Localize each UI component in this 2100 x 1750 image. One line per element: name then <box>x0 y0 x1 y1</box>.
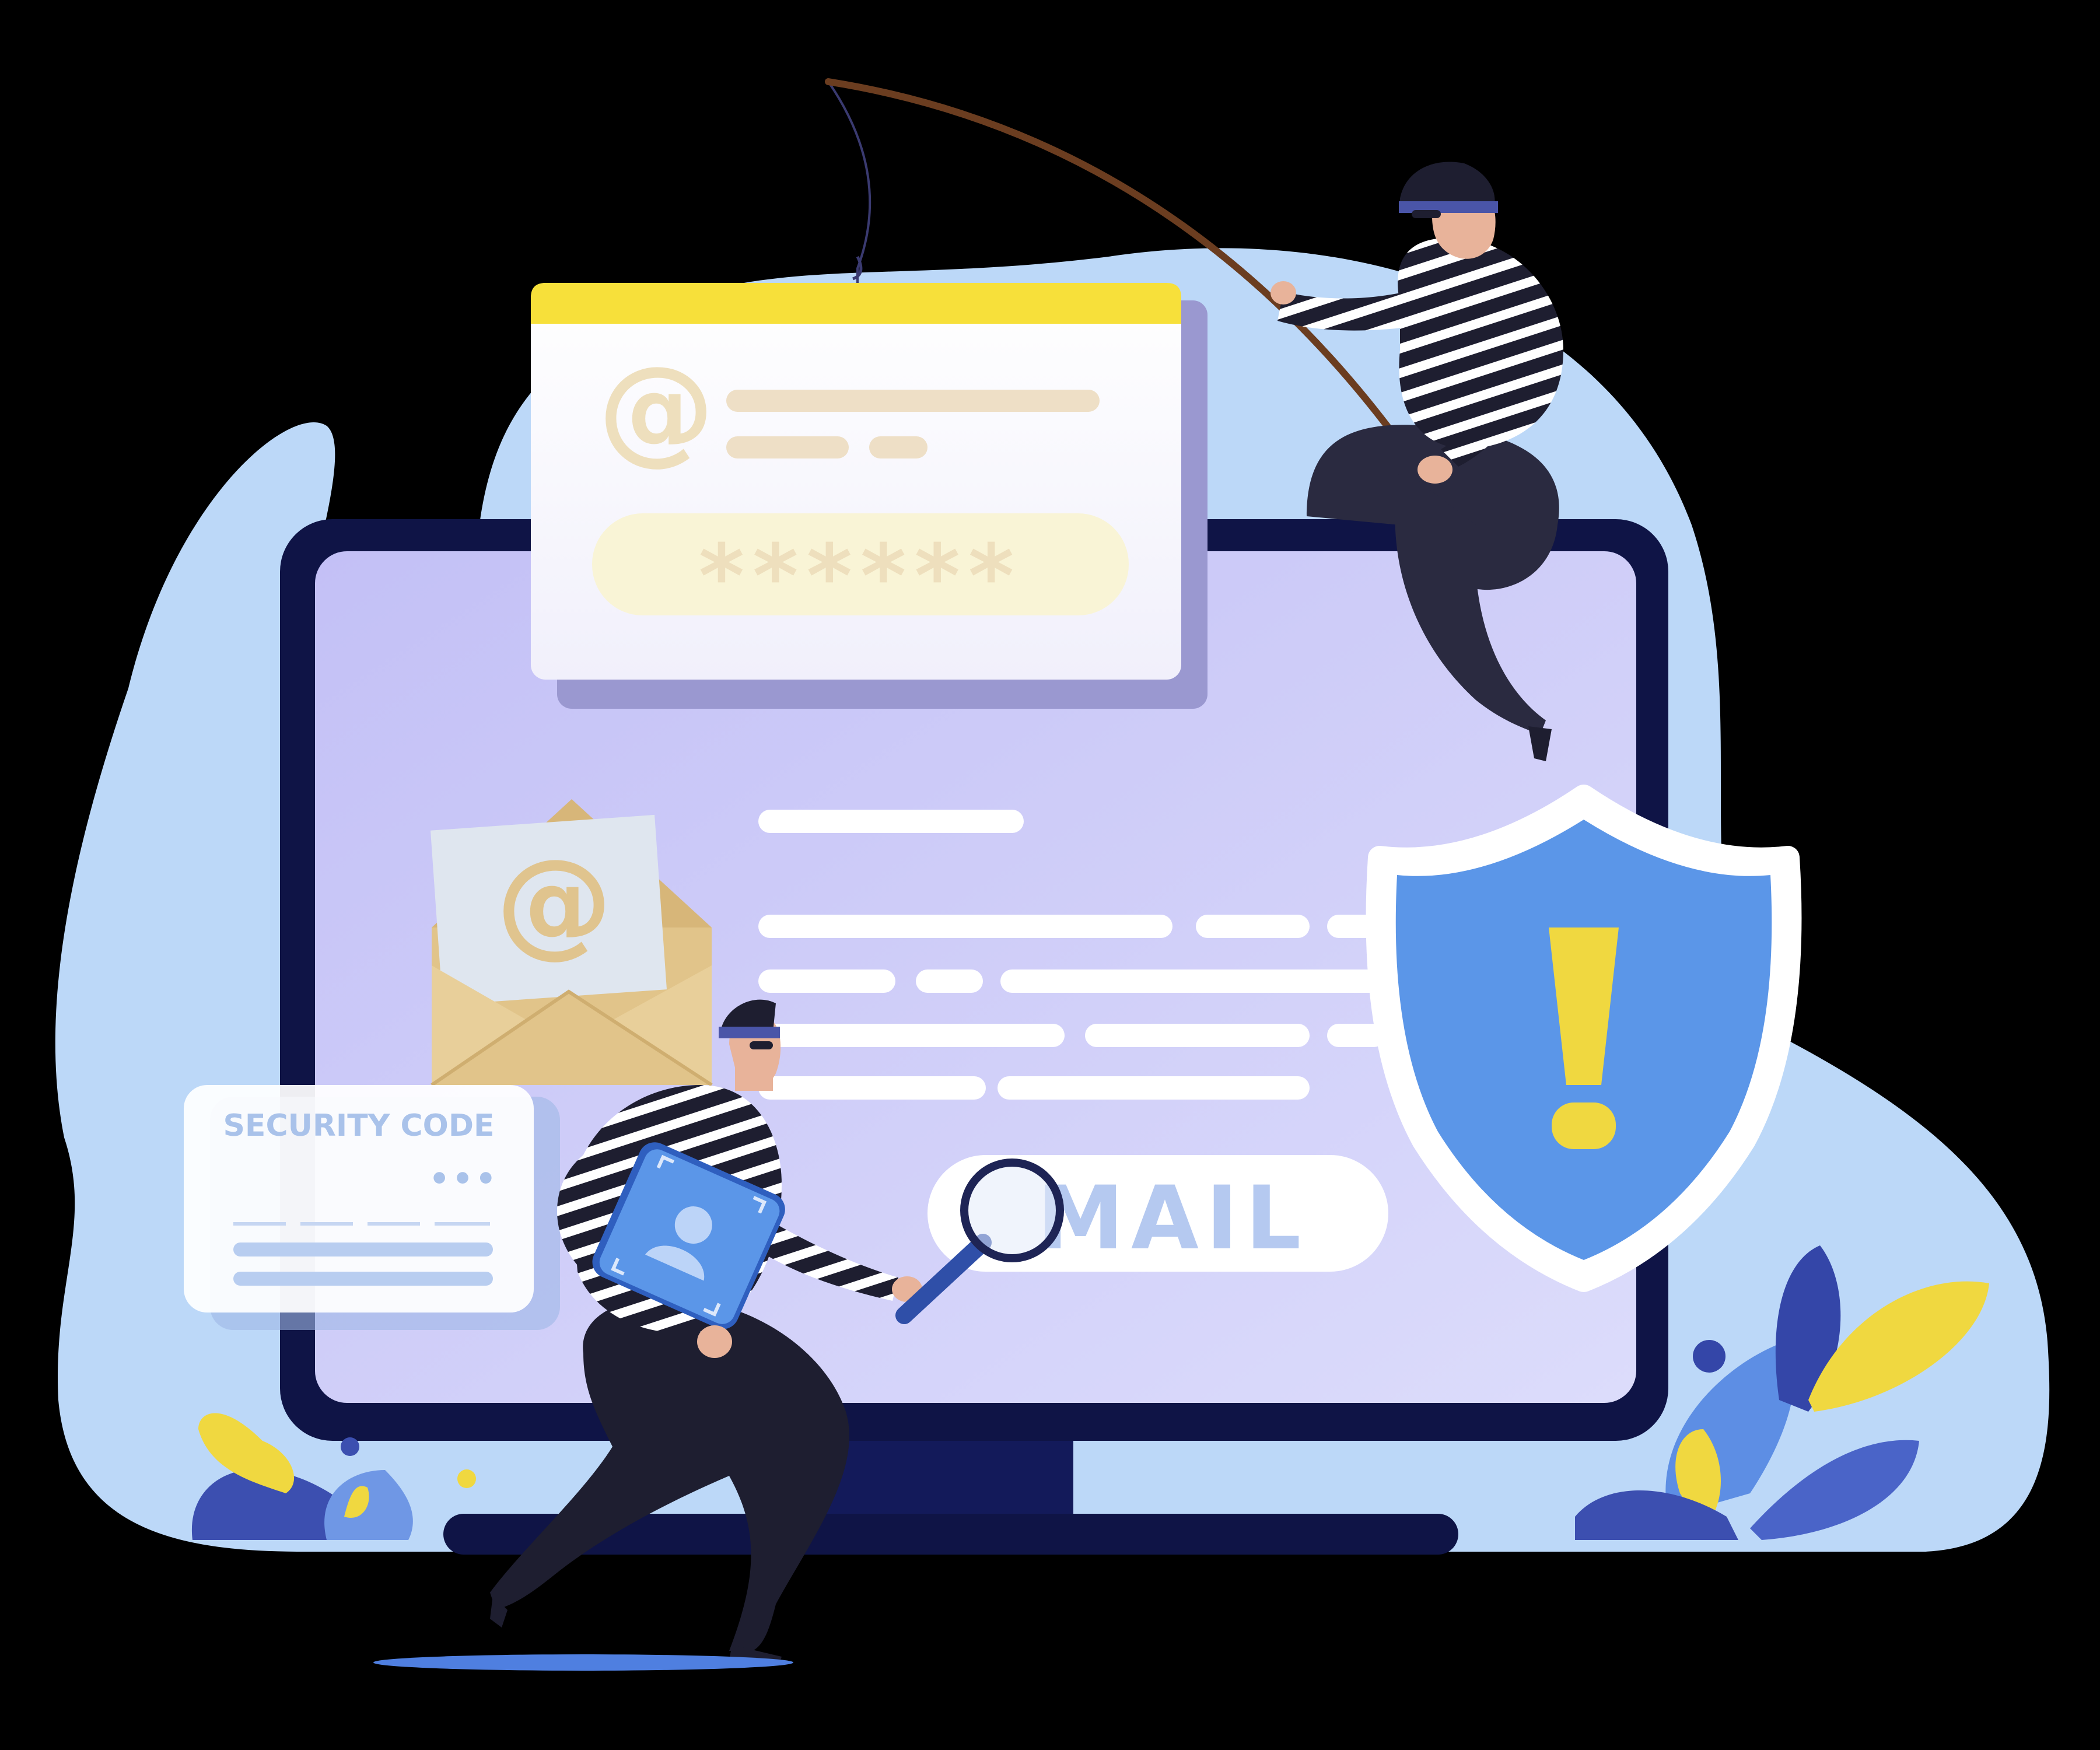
shield-warning-icon <box>1366 785 1802 1292</box>
thief-shadow <box>373 1654 793 1671</box>
fishing-line <box>827 80 872 283</box>
leaf-icon-right <box>1575 1245 1989 1540</box>
envelope-icon: @ <box>430 799 713 1087</box>
screen-text-lines <box>758 810 1385 1100</box>
leaf-icon-left <box>191 1413 476 1540</box>
password-mask: ****** <box>699 526 1023 628</box>
mail-label: MAIL <box>1037 1168 1308 1269</box>
id-card-icon <box>592 1142 785 1329</box>
hacker-fishing <box>1270 162 1563 761</box>
magnifier-icon <box>895 1158 1064 1324</box>
fishing-hook-icon <box>852 256 863 281</box>
hacker-thief <box>373 999 922 1671</box>
security-code-title: SECURITY CODE <box>223 1108 494 1143</box>
envelope-at-icon: @ <box>496 834 612 970</box>
password-field <box>592 513 1129 615</box>
monitor-base <box>443 1514 1458 1555</box>
monitor-neck <box>805 1441 1073 1517</box>
at-sign-icon: @ <box>598 341 715 477</box>
security-code-dots: ••• <box>429 1160 498 1198</box>
security-code-card: SECURITY CODE ••• <box>184 1085 560 1330</box>
login-card: @ ****** <box>531 283 1208 709</box>
fishing-rod-icon <box>825 78 1433 488</box>
